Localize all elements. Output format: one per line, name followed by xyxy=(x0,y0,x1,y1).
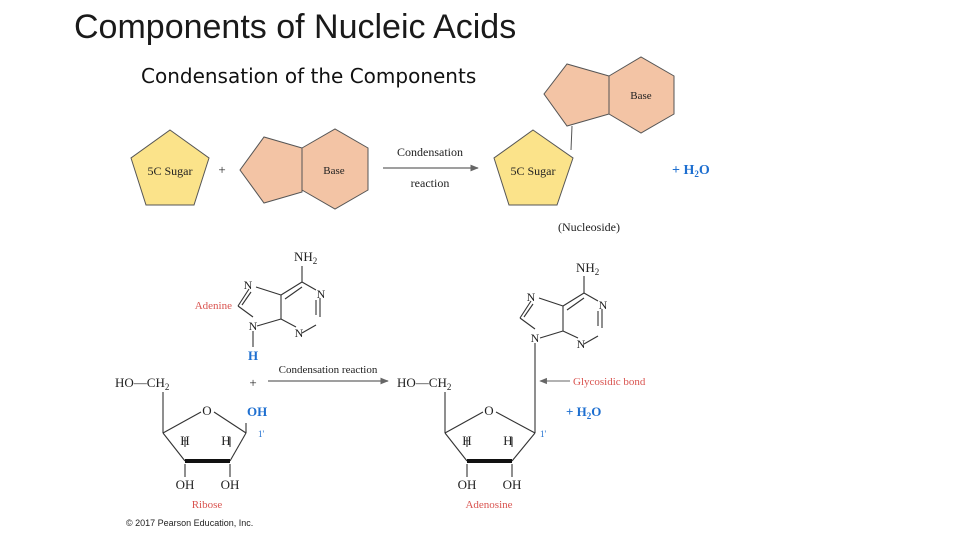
nucleoside-shape: 5C Sugar Base xyxy=(493,56,675,206)
adenine-label: Adenine xyxy=(195,300,232,312)
adenosine-h-2: H xyxy=(503,433,512,448)
adenine-n1: N xyxy=(317,287,326,301)
adenosine-n1: N xyxy=(599,298,608,312)
ribose-oh-2: OH xyxy=(221,477,240,492)
slide-subtitle: Condensation of the Components xyxy=(141,64,477,88)
adenine-n9: N xyxy=(249,319,258,333)
ribose-label: Ribose xyxy=(192,499,223,511)
adenine-nh2: NH2 xyxy=(294,249,317,266)
adenosine-oh-2: OH xyxy=(503,477,522,492)
adenine-n7: N xyxy=(244,278,253,292)
bottom-water-product: + H2O xyxy=(566,404,601,421)
adenosine-oh-3: OH xyxy=(458,477,477,492)
plus-sign: + xyxy=(218,162,225,177)
ribose-oh-3: OH xyxy=(176,477,195,492)
product-sugar-label: 5C Sugar xyxy=(511,164,556,178)
adenosine-nh2: NH2 xyxy=(576,260,599,277)
ribose-h-2: H xyxy=(221,433,230,448)
glycosidic-link xyxy=(570,125,573,151)
base-label: Base xyxy=(323,165,345,177)
nucleoside-label: (Nucleoside) xyxy=(558,220,620,234)
glycosidic-bond-label: Glycosidic bond xyxy=(573,376,646,388)
ribose-ring-o: O xyxy=(202,403,211,418)
adenine-h: H xyxy=(248,348,258,363)
ribose-h-3: H xyxy=(180,433,189,448)
adenine-structure: NH2 N N N N H Adenine xyxy=(195,249,326,363)
adenosine-n7: N xyxy=(527,290,536,304)
sugar-label: 5C Sugar xyxy=(148,164,193,178)
adenosine-n3: N xyxy=(577,337,586,351)
adenosine-one-prime: 1' xyxy=(540,429,547,439)
adenosine-ring-o: O xyxy=(484,403,493,418)
condensation-arrow-top-label: Condensation xyxy=(397,145,463,159)
slide-title: Components of Nucleic Acids xyxy=(74,8,517,46)
ribose-one-prime: 1' xyxy=(258,429,265,439)
reactant-plus: + xyxy=(249,375,256,390)
adenine-n3: N xyxy=(295,326,304,340)
ribose-ho-ch2: HO—CH2 xyxy=(115,375,169,392)
copyright-notice: © 2017 Pearson Education, Inc. xyxy=(126,518,254,528)
adenosine-ho-ch2: HO—CH2 xyxy=(397,375,451,392)
water-product: + H2O xyxy=(672,163,710,179)
condensation-reaction-label: Condensation reaction xyxy=(279,364,378,376)
ribose-structure: HO—CH2 O OH 1' H H OH OH Ribose xyxy=(115,375,267,511)
product-base-label: Base xyxy=(630,90,652,102)
sugar-pentagon: 5C Sugar xyxy=(130,129,210,206)
adenosine-n9: N xyxy=(531,331,540,345)
condensation-arrow-bottom-label: reaction xyxy=(411,176,450,190)
adenosine-label: Adenosine xyxy=(465,499,512,511)
base-shape: Base xyxy=(239,128,369,210)
ribose-oh-anomeric: OH xyxy=(247,404,267,419)
adenosine-h-3: H xyxy=(462,433,471,448)
adenosine-structure: NH2 N N N N HO—CH2 O 1' H H OH OH Adenos… xyxy=(397,260,608,511)
